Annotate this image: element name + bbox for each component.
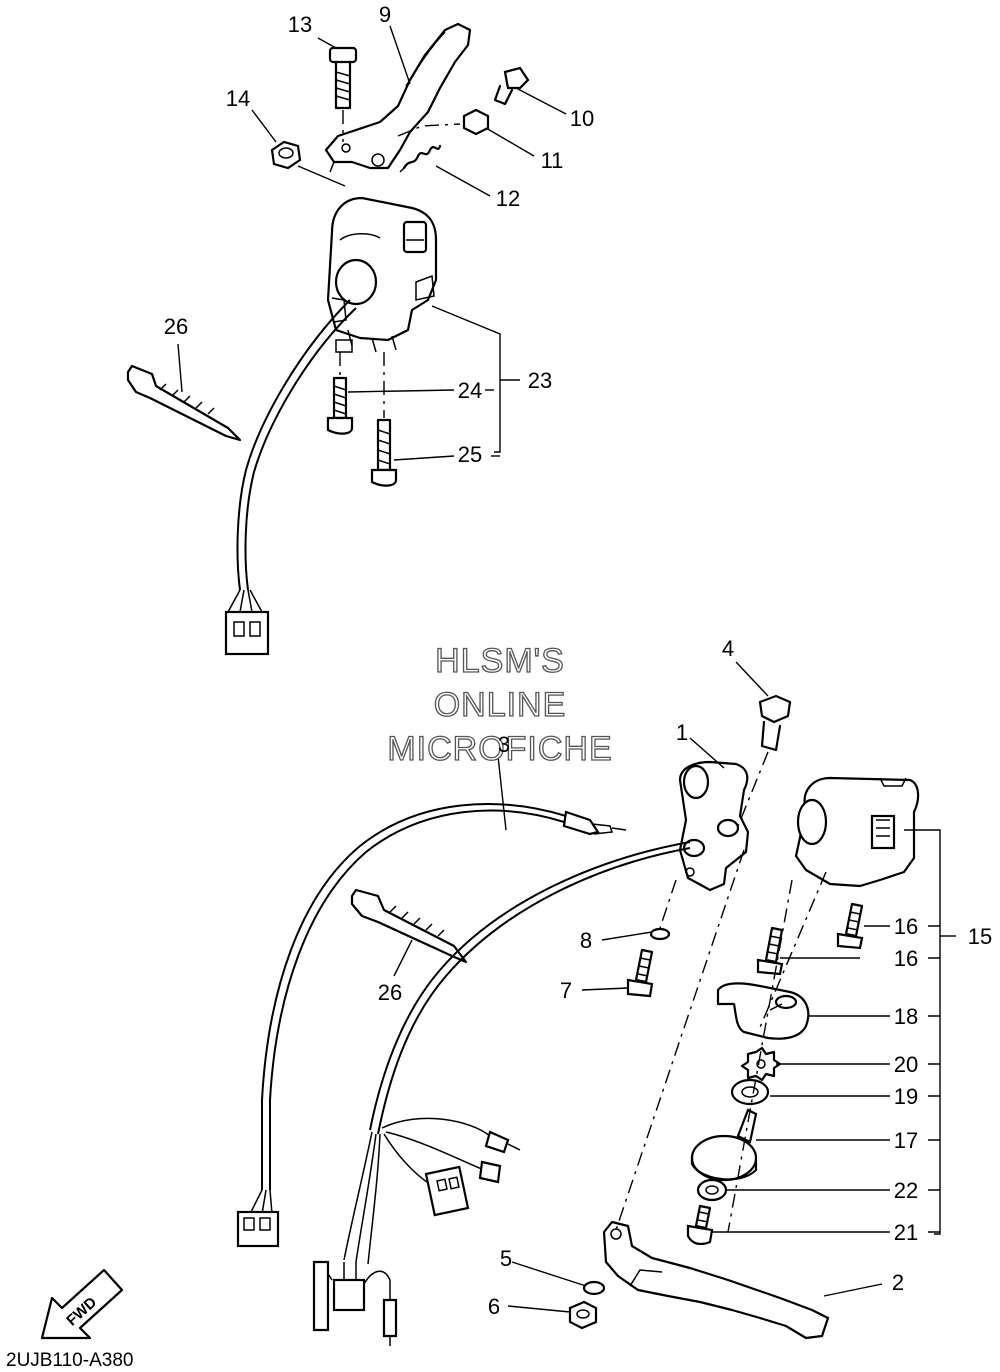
- bracket-23: [431, 305, 501, 453]
- fwd-label: FWD: [63, 1294, 100, 1330]
- part-2-lever[interactable]: [602, 1220, 830, 1340]
- fwd-arrow-icon: [40, 1268, 124, 1340]
- callout-6: 6: [488, 1294, 500, 1319]
- part-23-handlebar-switch[interactable]: [326, 196, 438, 353]
- callout-20: 20: [894, 1052, 918, 1077]
- lower-wire-harness: [312, 841, 691, 1346]
- callout-26-lower: 26: [378, 980, 402, 1005]
- part-14-nut[interactable]: [270, 140, 346, 187]
- callout-18: 18: [894, 1004, 918, 1029]
- callout-5: 5: [500, 1246, 512, 1271]
- callout-22: 22: [894, 1178, 918, 1203]
- diagram-code: 2UJB110-A380: [6, 1350, 133, 1371]
- part-8-washer[interactable]: [649, 927, 671, 941]
- leader-lines: [177, 25, 956, 1313]
- callout-3: 3: [498, 732, 510, 757]
- callout-2: 2: [892, 1270, 904, 1295]
- part-10-screw[interactable]: [493, 66, 530, 106]
- part-26-cable-tie-lower[interactable]: [350, 888, 468, 964]
- callout-23: 23: [528, 368, 552, 393]
- callout-11: 11: [541, 148, 564, 173]
- part-3-cable[interactable]: [236, 803, 627, 1248]
- centerline-lever: [615, 849, 745, 1231]
- centerline-housing: [727, 879, 793, 1233]
- watermark-line2: ONLINE: [434, 686, 567, 724]
- part-5-oring[interactable]: [582, 1280, 606, 1296]
- part-21-screw[interactable]: [686, 1204, 714, 1246]
- part-7-bolt[interactable]: [626, 879, 677, 998]
- callout-9: 9: [379, 2, 391, 27]
- part-15-handlebar-switch[interactable]: [794, 776, 920, 888]
- callout-10: 10: [570, 106, 594, 131]
- callout-24: 24: [458, 378, 482, 403]
- part-17-knob[interactable]: [690, 1108, 758, 1182]
- part-20-star-washer[interactable]: [740, 1046, 782, 1082]
- callout-26-upper: 26: [164, 314, 188, 339]
- callout-15: 15: [968, 924, 992, 949]
- callout-13: 13: [288, 12, 312, 37]
- upper-wire-harness: [224, 299, 357, 656]
- callout-4: 4: [722, 636, 734, 661]
- part-6-nut[interactable]: [568, 1300, 598, 1330]
- callout-7: 7: [560, 978, 572, 1003]
- part-22-washer[interactable]: [696, 1178, 728, 1202]
- part-24-screw[interactable]: [326, 352, 354, 435]
- part-26-cable-tie-upper[interactable]: [126, 364, 242, 442]
- callout-14: 14: [226, 86, 250, 111]
- part-12-spring[interactable]: [399, 144, 442, 173]
- part-4-bolt[interactable]: [737, 694, 792, 827]
- part-16-screw-a[interactable]: [836, 902, 864, 950]
- callout-25: 25: [458, 442, 482, 467]
- part-18-switch-housing[interactable]: [716, 982, 810, 1040]
- callout-17: 17: [894, 1128, 918, 1153]
- callout-1: 1: [676, 720, 688, 745]
- callout-16-a: 16: [894, 914, 918, 939]
- callout-21: 21: [894, 1220, 918, 1245]
- part-1-lever-holder[interactable]: [678, 760, 750, 892]
- callout-16-b: 16: [894, 946, 918, 971]
- part-9-lever[interactable]: [324, 22, 472, 173]
- callout-8: 8: [580, 928, 592, 953]
- part-19-washer[interactable]: [730, 1078, 770, 1106]
- watermark-line1: HLSM'S: [435, 642, 565, 680]
- callout-12: 12: [496, 186, 520, 211]
- bracket-15: [904, 829, 941, 1235]
- part-13-bolt[interactable]: [328, 46, 358, 142]
- watermark-line3: MICROFICHE: [387, 730, 612, 768]
- callout-19: 19: [894, 1084, 918, 1109]
- part-25-screw[interactable]: [370, 352, 398, 487]
- part-11-nut[interactable]: [397, 108, 490, 137]
- part-16-screw-b[interactable]: [756, 926, 784, 976]
